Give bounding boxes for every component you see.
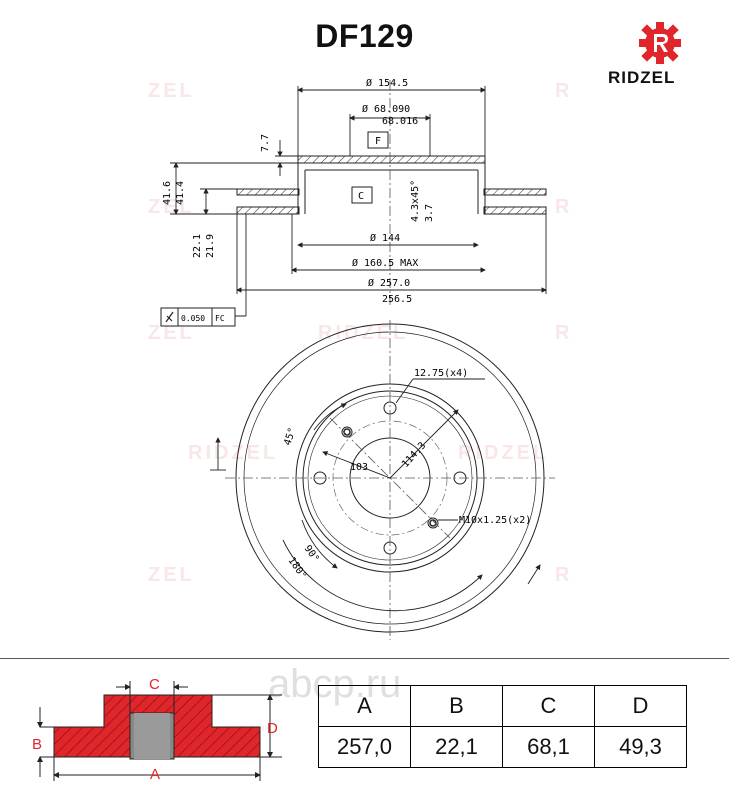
dim-h-21-9: 21.9 [205, 234, 216, 258]
watermark-fragment: ZEL [148, 80, 195, 102]
radius-label: 103 [350, 462, 368, 473]
dim-h-41-6: 41.6 [162, 181, 173, 205]
watermark-fragment: R [555, 322, 573, 344]
threads-label: M10x1.25(x2) [459, 515, 531, 526]
table-value-a: 257,0 [318, 726, 411, 768]
watermark-fragment: R [555, 80, 573, 102]
disc-profile-schematic: C A B D [32, 676, 282, 783]
datum-f-box [367, 131, 389, 149]
dim-h-41-4: 41.4 [175, 181, 186, 205]
dim-h-7-7: 7.7 [260, 134, 271, 152]
dimension-table: A B C D 257,0 22,1 68,1 49,3 [318, 685, 687, 768]
technical-drawing: F C Ø 154.5 Ø 68.090 68.016 Ø 144 Ø 160.… [160, 77, 555, 640]
dim-d-257-0: Ø 257.0 [368, 277, 410, 289]
watermark-fragment: ZEL [148, 322, 195, 344]
watermark-text: RIDZEL [458, 442, 549, 464]
dim-d-68-090: Ø 68.090 [362, 103, 410, 115]
angle-180-label: 180° [286, 555, 309, 581]
schematic-label-d: D [267, 720, 278, 737]
table-row: 257,0 22,1 68,1 49,3 [318, 726, 687, 768]
schematic-label-a: A [150, 766, 160, 783]
brand-name: RIDZEL [608, 68, 676, 87]
watermark-text: RIDZEL [318, 322, 409, 344]
holes-label: 12.75(x4) [414, 368, 468, 379]
table-value-c: 68,1 [502, 726, 595, 768]
schematic-label-b: B [32, 736, 42, 753]
tolerance-value: 0.050 [181, 314, 205, 323]
watermark-text: RIDZEL [188, 442, 279, 464]
schematic-label-c: C [149, 676, 160, 693]
watermark-fragment: R [555, 196, 573, 218]
table-value-d: 49,3 [594, 726, 687, 768]
disc-section-view [236, 155, 547, 215]
tolerance-frame [160, 307, 236, 327]
watermark-fragment: ZEL [148, 196, 195, 218]
page-title: DF129 [315, 18, 414, 54]
watermark-fragment: R [555, 564, 573, 586]
dim-d-144: Ø 144 [370, 232, 400, 244]
dim-d-68-016: 68.016 [382, 116, 418, 127]
datum-f-label: F [375, 136, 381, 147]
table-header-row: A B C D [318, 685, 687, 727]
dim-chamfer: 4.3x45° [410, 180, 421, 222]
tolerance-ref: FC [215, 314, 225, 323]
dim-h-3-7: 3.7 [424, 204, 435, 222]
dim-d-160-5: Ø 160.5 MAX [352, 257, 418, 269]
bcd-label: 114.3 [400, 440, 428, 470]
dim-h-22-1: 22.1 [192, 234, 203, 258]
angle-90-label: 90° [302, 543, 321, 564]
datum-c-label: C [358, 191, 364, 202]
section-divider [0, 658, 729, 659]
dim-d-256-5: 256.5 [382, 294, 412, 305]
table-header-a: A [318, 685, 411, 727]
table-header-c: C [502, 685, 595, 727]
angle-45-label: 45° [282, 426, 298, 447]
table-header-b: B [410, 685, 503, 727]
datum-c-box [351, 186, 373, 204]
dim-d-154-5: Ø 154.5 [366, 77, 408, 89]
table-header-d: D [594, 685, 687, 727]
watermark-fragment: ZEL [148, 564, 195, 586]
table-value-b: 22,1 [410, 726, 503, 768]
ridzel-gear-logo [639, 22, 681, 64]
